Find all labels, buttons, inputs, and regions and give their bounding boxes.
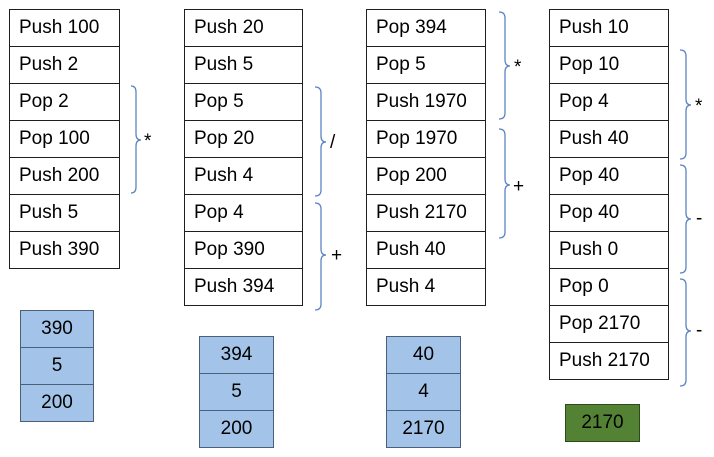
operations-column-4: Push 10 Pop 10 Pop 4 Push 40 Pop 40 Pop … [549, 9, 669, 380]
op-cell: Pop 2170 [549, 305, 669, 343]
bracket-col2-div [314, 86, 327, 197]
operator-add: + [513, 176, 525, 197]
stack-cell: 200 [199, 410, 274, 448]
operator-subtract: - [696, 208, 703, 229]
op-cell: Push 2 [9, 46, 120, 84]
op-cell: Pop 4 [549, 83, 669, 121]
op-cell: Pop 2 [9, 83, 120, 121]
op-cell: Push 40 [366, 231, 486, 269]
operator-multiply: * [695, 96, 703, 117]
bracket-col4-sub1 [679, 164, 692, 274]
stack-snapshot-3: 40 4 2170 [386, 336, 461, 448]
op-cell: Push 1970 [366, 83, 486, 121]
bracket-col3-add [498, 128, 511, 239]
bracket-col2-add [314, 202, 327, 311]
stack-cell: 390 [20, 310, 94, 348]
op-cell: Pop 40 [549, 157, 669, 195]
op-cell: Push 390 [9, 231, 120, 269]
stack-cell: 5 [20, 347, 94, 385]
stack-cell: 5 [199, 373, 274, 411]
op-cell: Pop 10 [549, 46, 669, 84]
operator-subtract: - [696, 320, 703, 341]
stack-snapshot-1: 390 5 200 [20, 310, 94, 422]
operator-multiply: * [514, 57, 522, 78]
op-cell: Push 100 [9, 9, 120, 47]
op-cell: Push 40 [549, 120, 669, 158]
stack-cell: 200 [20, 384, 94, 422]
stack-cell: 4 [386, 373, 461, 411]
op-cell: Push 2170 [549, 342, 669, 380]
stack-cell: 40 [386, 336, 461, 374]
op-cell: Push 0 [549, 231, 669, 269]
op-cell: Pop 1970 [366, 120, 486, 158]
stack-cell: 394 [199, 336, 274, 374]
op-cell: Pop 4 [184, 194, 303, 232]
op-cell: Push 2170 [366, 194, 486, 232]
op-cell: Push 200 [9, 157, 120, 195]
op-cell: Pop 40 [549, 194, 669, 232]
op-cell: Pop 5 [366, 46, 486, 84]
op-cell: Pop 200 [366, 157, 486, 195]
op-cell: Push 10 [549, 9, 669, 47]
op-cell: Push 394 [184, 268, 303, 306]
op-cell: Pop 5 [184, 83, 303, 121]
op-cell: Pop 394 [366, 9, 486, 47]
op-cell: Pop 0 [549, 268, 669, 306]
op-cell: Push 4 [366, 268, 486, 306]
op-cell: Push 5 [9, 194, 120, 232]
op-cell: Push 20 [184, 9, 303, 47]
bracket-col3-mul [498, 11, 511, 120]
bracket-col1-mul [130, 85, 142, 194]
bracket-col4-sub2 [679, 278, 692, 387]
stack-snapshot-2: 394 5 200 [199, 336, 274, 448]
operator-multiply: * [144, 131, 152, 152]
stack-cell: 2170 [386, 410, 461, 448]
final-result: 2170 [565, 404, 640, 442]
operations-column-2: Push 20 Push 5 Pop 5 Pop 20 Push 4 Pop 4… [184, 9, 303, 306]
operator-divide: / [330, 132, 336, 153]
operator-add: + [331, 245, 343, 266]
operations-column-3: Pop 394 Pop 5 Push 1970 Pop 1970 Pop 200… [366, 9, 486, 306]
op-cell: Pop 100 [9, 120, 120, 158]
op-cell: Pop 390 [184, 231, 303, 269]
operations-column-1: Push 100 Push 2 Pop 2 Pop 100 Push 200 P… [9, 9, 120, 269]
op-cell: Push 5 [184, 46, 303, 84]
op-cell: Pop 20 [184, 120, 303, 158]
bracket-col4-mul [679, 49, 692, 160]
op-cell: Push 4 [184, 157, 303, 195]
